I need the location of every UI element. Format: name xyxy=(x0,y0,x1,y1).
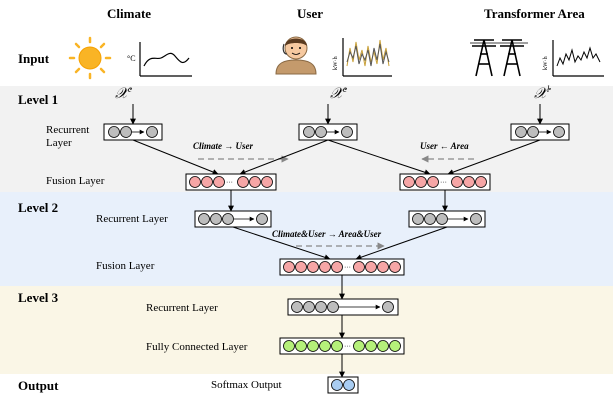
svg-text:···: ··· xyxy=(226,179,233,186)
softmax-output-layer xyxy=(327,376,359,394)
fusion-layer-right-l1: ··· xyxy=(399,173,491,191)
recurrent-layer-right-l2 xyxy=(408,210,486,228)
user-avatar-icon xyxy=(275,36,317,75)
arrow-user-rnn-to-fusion-left xyxy=(239,139,329,175)
fully-connected-layer-label: Fully Connected Layer xyxy=(146,341,248,353)
recurrent-layer-label-l3: Recurrent Layer xyxy=(146,302,218,314)
area-kwh-unit: kW·h xyxy=(543,56,549,70)
svg-text:···: ··· xyxy=(440,179,447,186)
recurrent-layer-left-l2 xyxy=(194,210,272,228)
transmission-tower-icon xyxy=(470,39,528,77)
fusion-layer-label-l1: Fusion Layer xyxy=(46,175,105,187)
fusion-layer-l2: ··· xyxy=(279,258,405,276)
level2-label: Level 2 xyxy=(18,200,59,215)
var-user: 𝒳e xyxy=(330,84,347,102)
arrow-area-rnn-to-fusion-right xyxy=(447,139,541,175)
climate-user-to-area-user-annotation: Climate&User → Area&User xyxy=(272,229,382,239)
var-climate: 𝒳c xyxy=(115,84,132,102)
user-from-area-annotation: User ← Area xyxy=(420,141,469,151)
recurrent-layer-l3 xyxy=(287,298,399,316)
fusion-layer-label-l2: Fusion Layer xyxy=(96,260,155,272)
level1-label: Level 1 xyxy=(18,92,59,107)
recurrent-layer-climate-l1 xyxy=(103,123,163,141)
user-consumption-chart-icon xyxy=(342,38,392,77)
svg-text:···: ··· xyxy=(344,264,351,271)
user-header: User xyxy=(297,6,323,21)
fusion-layer-left-l1: ··· xyxy=(185,173,277,191)
svg-text:···: ··· xyxy=(344,343,351,350)
recurrent-layer-label-l1-line1: Recurrent xyxy=(46,124,90,136)
recurrent-layer-label-l2: Recurrent Layer xyxy=(96,213,168,225)
climate-to-user-annotation: Climate → User xyxy=(193,141,253,151)
area-consumption-chart-icon xyxy=(552,40,604,77)
recurrent-layer-label-l1-line2: Layer xyxy=(46,137,72,149)
sun-icon xyxy=(68,36,112,80)
arrow-rnn-left-to-fusion-l2 xyxy=(232,226,331,261)
transformer-area-header: Transformer Area xyxy=(484,6,585,21)
arrow-user-rnn-to-fusion-right xyxy=(327,139,431,176)
output-label: Output xyxy=(18,378,59,393)
user-kwh-unit: kW·h xyxy=(333,56,339,70)
softmax-output-label: Softmax Output xyxy=(211,379,282,391)
recurrent-layer-area-l1 xyxy=(510,123,570,141)
recurrent-layer-user-l1 xyxy=(298,123,358,141)
arrow-rnn-right-to-fusion-l2 xyxy=(355,226,448,261)
fully-connected-layer: ··· xyxy=(279,337,405,355)
climate-header: Climate xyxy=(107,6,152,21)
var-area: 𝒳l xyxy=(534,84,550,102)
arrow-climate-rnn-to-fusion-left xyxy=(132,139,219,175)
level3-label: Level 3 xyxy=(18,290,59,305)
celsius-unit-icon: °C xyxy=(127,54,136,63)
input-label: Input xyxy=(18,51,50,66)
temperature-chart-icon xyxy=(139,42,192,77)
